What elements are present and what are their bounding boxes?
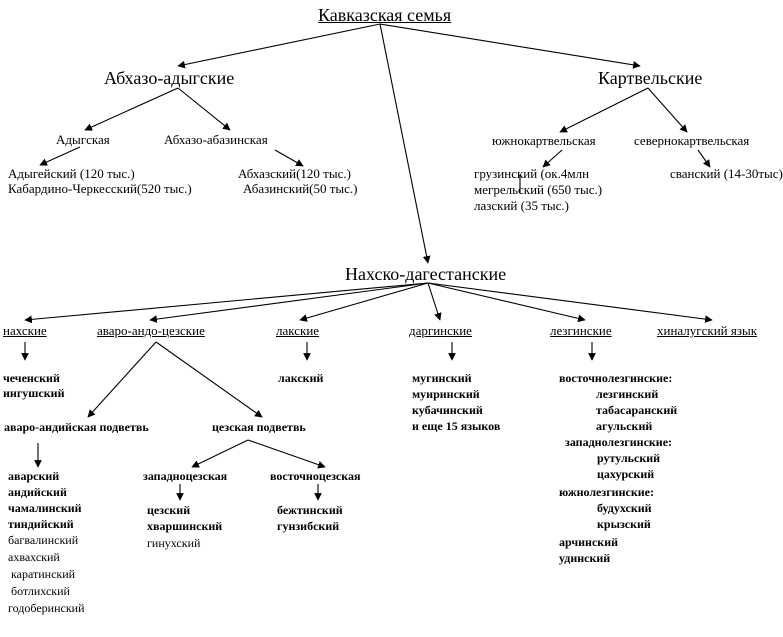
lezgic-south-title: южнолезгинские:	[559, 485, 654, 499]
lang-kryts: крызский	[597, 517, 651, 531]
lang-akhvakh: ахвахский	[8, 550, 60, 564]
group-lezgic: лезгинские	[550, 323, 612, 338]
edge-nd-khinalug	[427, 282, 713, 323]
edge-adyghe-langs	[39, 146, 81, 166]
subbranch-tsez: цезская подветвь	[212, 420, 306, 434]
lang-mugi: мугинский	[412, 371, 472, 385]
edge-root-abkhaz	[177, 23, 381, 69]
lang-budukh: будухский	[597, 501, 652, 515]
lang-agul: агульский	[596, 419, 653, 433]
edge-abaza-langs	[274, 149, 304, 167]
edge-north-langs	[697, 149, 711, 168]
lang-tindi: тиндийский	[8, 517, 74, 531]
group-lak: лакские	[276, 323, 320, 338]
edge-root-nakh-dagestan	[379, 23, 431, 264]
group-dargin: даргинские	[409, 323, 472, 338]
group-south-kartvelian: южнокартвельская	[492, 133, 596, 148]
group-north-kartvelian: севернокартвельская	[634, 133, 750, 148]
edge-nd-lezgic	[427, 282, 586, 323]
edge-tsez-west	[191, 439, 249, 468]
lang-lezgian: лезгинский	[596, 387, 659, 401]
group-east-tsez: восточноцезская	[270, 469, 361, 483]
lang-abkhaz: Абхазский(120 тыс.)	[238, 166, 351, 181]
lang-laz: лазский (35 тыс.)	[474, 198, 569, 213]
edge-nd-lak	[299, 282, 429, 322]
lang-botlikh: ботлихский	[11, 584, 70, 598]
lang-kubachi: кубачинский	[412, 403, 483, 417]
edge-tsez-east	[247, 439, 326, 469]
lang-georgian: грузинский (ок.4млн	[474, 166, 590, 181]
lang-bezhta: бежтинский	[277, 503, 343, 517]
edge-kartvelian-north	[647, 87, 688, 133]
edge-abkhaz-adyghe	[84, 87, 179, 131]
group-avar-andi-tsez: аваро-андо-цезские	[97, 323, 205, 338]
group-adyghe: Адыгская	[56, 132, 110, 147]
edge-nd-avar	[149, 282, 429, 323]
edge-abkhaz-abaza	[177, 87, 231, 131]
lang-avar: аварский	[8, 469, 60, 483]
edge-avar-avarandi	[87, 341, 157, 418]
lang-karata: каратинский	[11, 567, 76, 581]
lang-tabasaran: табасаранский	[596, 403, 678, 417]
lang-hinukh: гинухский	[147, 536, 201, 550]
lezgic-west-title: западнолезгинские:	[565, 435, 673, 449]
lang-muiri: муиринский	[412, 387, 480, 401]
group-abkhaz-abaza: Абхазо-абазинская	[164, 132, 268, 147]
lang-dargin-more: и еще 15 языков	[412, 419, 501, 433]
subbranch-avar-andi: аваро-андийская подветвь	[4, 420, 149, 434]
lang-udi: удинский	[559, 551, 611, 565]
lang-chechen: чеченский	[3, 371, 60, 385]
family-kartvelian: Картвельские	[598, 68, 703, 88]
lang-svan: сванский (14-30тыс)	[670, 166, 783, 181]
edge-south-langs	[542, 149, 563, 168]
lang-rutul: рутульский	[597, 451, 661, 465]
lang-khwarshi: хваршинский	[147, 519, 223, 533]
lang-kabardian: Кабардино-Черкесский(520 тыс.)	[8, 181, 192, 196]
lang-hunzib: гунзибский	[277, 519, 340, 533]
lang-archi: арчинский	[559, 535, 619, 549]
lang-chamalal: чамалинский	[8, 501, 82, 515]
lang-adyghe: Адыгейский (120 тыс.)	[8, 166, 135, 181]
edge-root-kartvelian	[379, 23, 641, 69]
edge-avar-tsez	[155, 341, 263, 418]
lang-tsez: цезский	[147, 503, 191, 517]
lang-abaza: Абазинский(50 тыс.)	[243, 181, 358, 196]
group-nakh: нахские	[3, 323, 47, 338]
lang-lak: лакский	[278, 371, 324, 385]
lang-godoberi: годоберинский	[8, 601, 85, 615]
lang-andi: андийский	[8, 485, 67, 499]
edge-nd-nakh	[24, 282, 429, 324]
lang-mingrelian: мегрельский (650 тыс.)	[474, 182, 603, 197]
family-abkhaz-adyghe: Абхазо-адыгские	[104, 68, 235, 88]
family-nakh-dagestanian: Нахско-дагестанские	[345, 264, 507, 284]
group-west-tsez: западноцезская	[143, 469, 228, 483]
lang-tsakhur: цахурский	[597, 467, 655, 481]
lang-bagvalal: багвалинский	[8, 533, 79, 547]
edge-nd-dargin	[427, 282, 442, 321]
root-title: Кавказская семья	[318, 5, 452, 25]
group-khinalug: хиналугский язык	[657, 323, 758, 338]
lezgic-east-title: восточнолезгинские:	[559, 371, 673, 385]
edge-kartvelian-south	[559, 87, 649, 133]
lang-ingush: ингушский	[3, 386, 65, 400]
